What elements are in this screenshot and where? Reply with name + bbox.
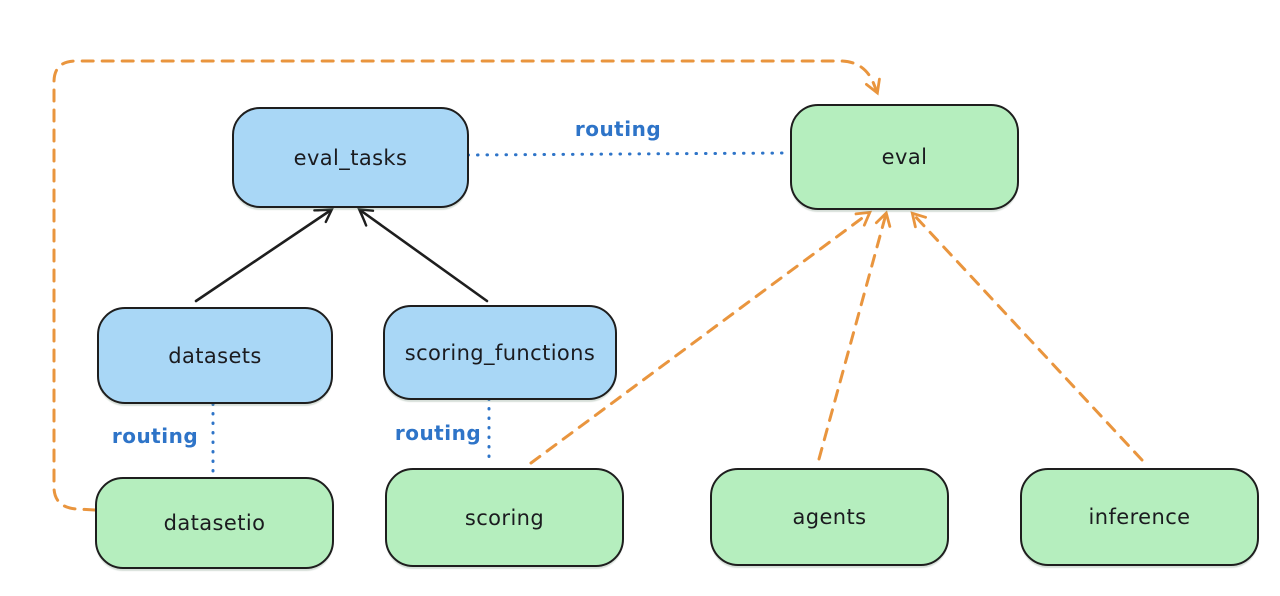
node-inference: inference — [1020, 468, 1259, 566]
edge-scoring-to-eval-dashed-arrow — [529, 210, 873, 465]
node-eval-tasks: eval_tasks — [232, 107, 469, 208]
node-datasets-label: datasets — [168, 343, 262, 368]
routing-label-datasets-datasetio: routing — [111, 424, 199, 448]
edge-datasets-to-eval-tasks-arrow — [194, 208, 334, 303]
node-datasetio-label: datasetio — [163, 511, 266, 535]
node-datasetio: datasetio — [95, 477, 334, 569]
node-datasets: datasets — [97, 307, 333, 404]
edge-datasetio-to-eval-dashed-loop — [52, 59, 881, 512]
node-eval-tasks-label: eval_tasks — [293, 145, 408, 170]
node-eval-label: eval — [881, 145, 928, 169]
node-scoring-label: scoring — [464, 505, 545, 530]
node-scoring-functions-label: scoring_functions — [404, 340, 596, 365]
node-scoring-functions: scoring_functions — [383, 305, 617, 400]
edge-agents-to-eval-dashed-arrow — [817, 210, 892, 461]
node-agents: agents — [710, 468, 949, 566]
node-agents-label: agents — [792, 505, 867, 529]
edge-inference-to-eval-dashed-arrow — [910, 211, 1144, 462]
routing-label-eval-tasks-eval: routing — [574, 117, 662, 141]
routing-label-scoring-functions-scoring: routing — [394, 421, 482, 445]
edge-scoring-functions-to-eval-tasks-arrow — [357, 208, 489, 303]
node-inference-label: inference — [1088, 505, 1191, 529]
node-eval: eval — [790, 104, 1019, 210]
edge-eval-tasks-to-eval-routing-line — [466, 151, 787, 157]
node-scoring: scoring — [385, 468, 624, 567]
